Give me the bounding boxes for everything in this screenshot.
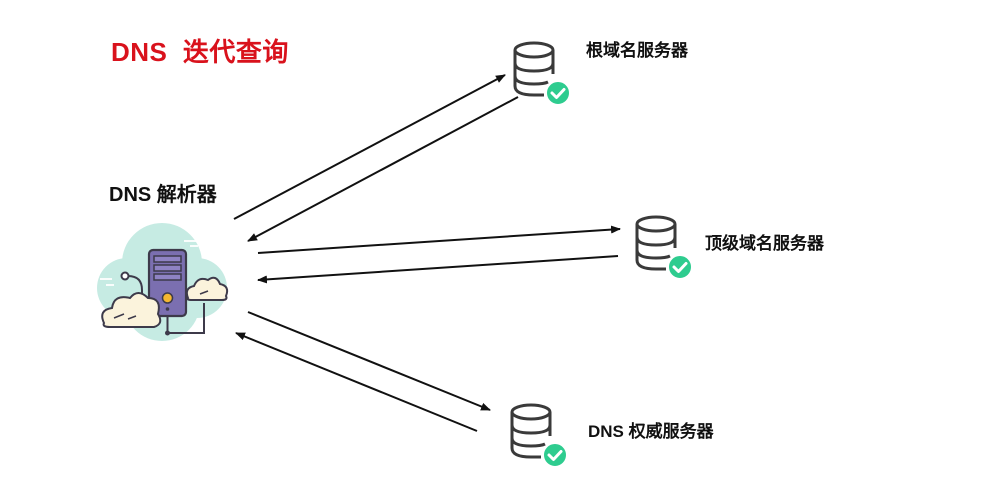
root-server-database-icon: [513, 41, 571, 106]
check-badge: [545, 80, 571, 106]
authoritative-server-database-icon: [510, 403, 568, 468]
arrow-resolver-to-tld: [257, 225, 621, 254]
resolver-label: DNS 解析器: [109, 184, 217, 206]
arrow-resolver-to-authoritative: [247, 311, 491, 411]
cloud-server-icon: [97, 223, 229, 341]
tld-server-database-icon: [635, 215, 693, 280]
root-server-label: 根域名服务器: [586, 41, 688, 60]
check-badge: [542, 442, 568, 468]
diagram-title: DNS 迭代查询: [111, 37, 289, 67]
check-badge: [667, 254, 693, 280]
arrow-resolver-to-root: [233, 74, 506, 220]
arrow-authoritative-to-resolver: [235, 332, 478, 432]
tld-server-label: 顶级域名服务器: [705, 234, 824, 253]
arrow-tld-to-resolver: [257, 255, 619, 284]
authoritative-server-label: DNS 权威服务器: [588, 422, 714, 441]
arrow-root-to-resolver: [247, 96, 519, 242]
